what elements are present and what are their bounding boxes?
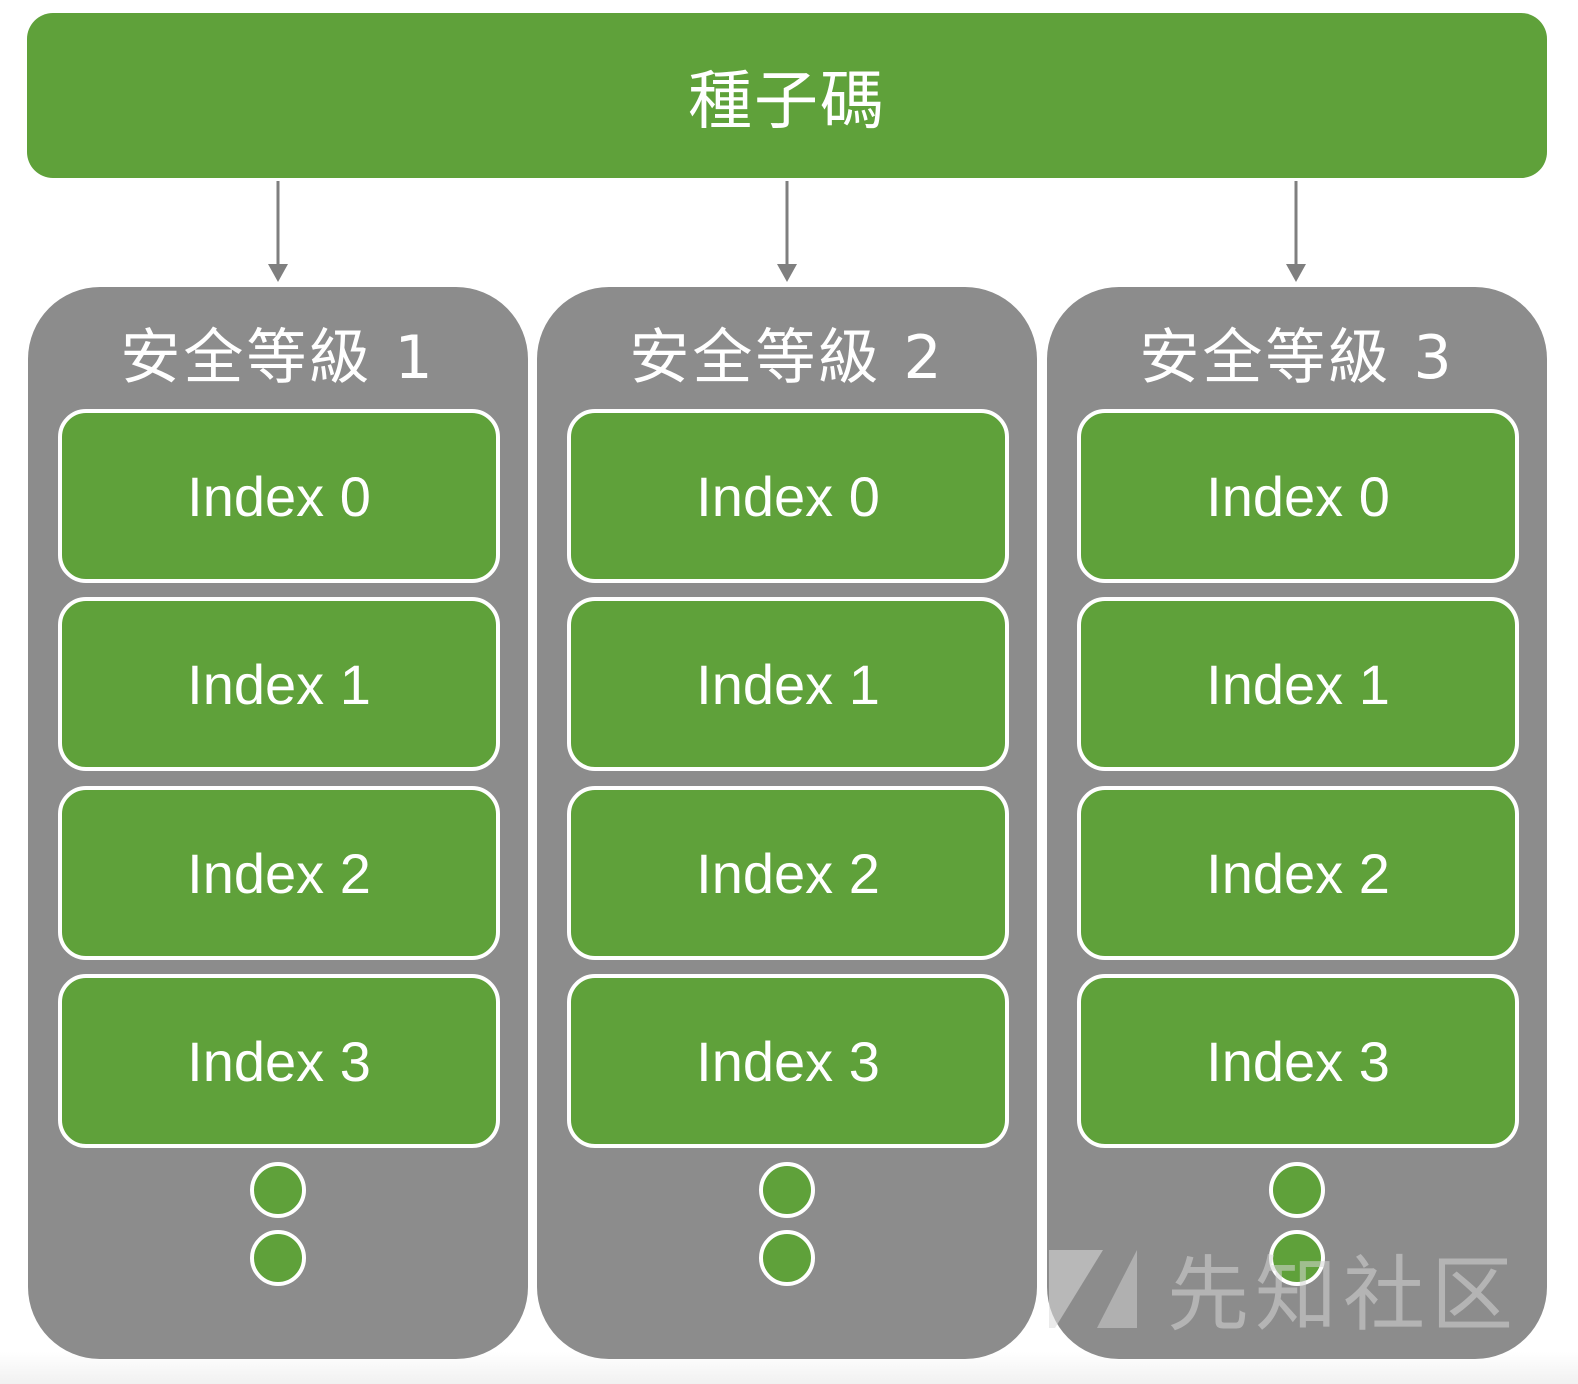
- index-box-1: Index 1: [58, 597, 500, 771]
- index-box-2: Index 2: [567, 786, 1009, 960]
- index-box-0: Index 0: [567, 409, 1009, 583]
- index-box-3: Index 3: [1077, 974, 1519, 1148]
- index-box-0: Index 0: [1077, 409, 1519, 583]
- index-box-1: Index 1: [567, 597, 1009, 771]
- index-box-0: Index 0: [58, 409, 500, 583]
- continuation-dot: [1269, 1162, 1325, 1218]
- continuation-dot: [250, 1230, 306, 1286]
- index-box-2: Index 2: [1077, 786, 1519, 960]
- seed-box: 種子碼: [27, 13, 1547, 178]
- level-title: 安全等級 2: [629, 323, 945, 393]
- index-box-2: Index 2: [58, 786, 500, 960]
- index-box-1: Index 1: [1077, 597, 1519, 771]
- arrow-to-level-3: [1286, 181, 1306, 282]
- continuation-dot: [1269, 1230, 1325, 1286]
- security-level-1: 安全等級 1 Index 0 Index 1 Index 2 Index 3: [28, 287, 528, 1359]
- level-title: 安全等級 1: [120, 323, 436, 393]
- continuation-dot: [759, 1162, 815, 1218]
- index-box-3: Index 3: [567, 974, 1009, 1148]
- security-level-3: 安全等級 3 Index 0 Index 1 Index 2 Index 3: [1047, 287, 1547, 1359]
- security-level-2: 安全等級 2 Index 0 Index 1 Index 2 Index 3: [537, 287, 1037, 1359]
- continuation-dot: [250, 1162, 306, 1218]
- arrow-to-level-1: [268, 181, 288, 282]
- seed-label: 種子碼: [688, 64, 886, 139]
- index-box-3: Index 3: [58, 974, 500, 1148]
- level-title: 安全等級 3: [1139, 323, 1455, 393]
- arrow-to-level-2: [777, 181, 797, 282]
- continuation-dot: [759, 1230, 815, 1286]
